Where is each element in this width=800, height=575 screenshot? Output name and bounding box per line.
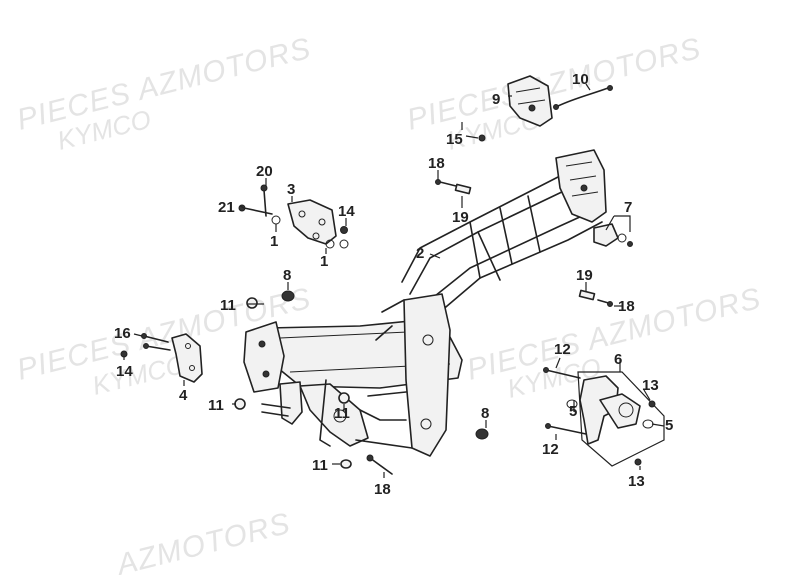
callout-21: 21	[218, 199, 235, 216]
callout-19: 19	[452, 209, 469, 226]
nut-part-13b	[634, 458, 642, 466]
bolt-part-12b	[545, 423, 587, 435]
grommet-part-11a	[246, 297, 258, 309]
bolt-part-15	[478, 134, 486, 142]
callout-12: 12	[542, 441, 559, 458]
callout-labels: 10 9 15 18 19 20 3 21 14 1 1 2 7 8 11 19…	[114, 71, 673, 498]
callout-11: 11	[312, 457, 328, 474]
engine-mount-part-6	[566, 371, 665, 467]
callout-20: 20	[256, 163, 273, 180]
callout-5: 5	[569, 403, 577, 420]
bolt-part-21	[238, 204, 273, 215]
callout-6: 6	[614, 351, 622, 368]
watermark-text: PIECES AZMOTORS	[464, 282, 765, 387]
spacer-part-19b	[578, 289, 596, 301]
callout-12: 12	[554, 341, 571, 358]
callout-15: 15	[446, 131, 463, 148]
callout-9: 9	[492, 91, 500, 108]
callout-18: 18	[374, 481, 391, 498]
bolt-part-12a	[543, 367, 581, 379]
leader-lines	[123, 83, 665, 478]
bracket-part-9	[507, 75, 553, 127]
callout-11: 11	[208, 397, 224, 414]
bolt-part-18c	[366, 454, 393, 475]
grommet-part-11b	[234, 398, 246, 410]
callout-18: 18	[618, 298, 635, 315]
main-frame	[243, 149, 607, 457]
callout-4: 4	[179, 387, 188, 404]
nut-part-1a	[271, 215, 281, 225]
bracket-part-3	[287, 199, 337, 245]
callout-8: 8	[283, 267, 291, 284]
bolt-part-18b	[597, 299, 613, 307]
callout-10: 10	[572, 71, 589, 88]
watermark-text: AZMOTORS	[112, 507, 294, 575]
callout-13: 13	[628, 473, 645, 490]
callout-14: 14	[116, 363, 133, 380]
bracket-part-7	[593, 223, 633, 247]
callout-11: 11	[334, 405, 350, 422]
nut-part-14a	[339, 226, 349, 249]
callout-16: 16	[114, 325, 131, 342]
callout-5: 5	[665, 417, 673, 434]
callout-14: 14	[338, 203, 355, 220]
callout-8: 8	[481, 405, 489, 422]
nut-part-13a	[648, 400, 656, 408]
grommet-part-8b	[475, 428, 489, 440]
grommet-part-11d	[340, 459, 352, 469]
callout-1: 1	[320, 253, 328, 270]
grommet-part-8a	[281, 290, 295, 302]
callout-11: 11	[220, 297, 236, 314]
callout-3: 3	[287, 181, 295, 198]
bolt-part-18a	[435, 179, 457, 187]
watermark-text: PIECES AZMOTORS	[404, 32, 705, 137]
callout-1: 1	[270, 233, 278, 250]
callout-18: 18	[428, 155, 445, 172]
nut-part-1b	[325, 239, 335, 249]
bracket-part-4	[171, 333, 203, 383]
spacer-part-19a	[454, 183, 472, 195]
callout-13: 13	[642, 377, 659, 394]
bolt-part-20	[260, 184, 268, 217]
grommet-part-11c	[338, 392, 350, 404]
callout-2: 2	[416, 245, 424, 262]
cable-part-10	[553, 85, 613, 110]
callout-19: 19	[576, 267, 593, 284]
callout-7: 7	[624, 199, 632, 216]
watermark-text: PIECES AZMOTORS	[14, 32, 315, 137]
